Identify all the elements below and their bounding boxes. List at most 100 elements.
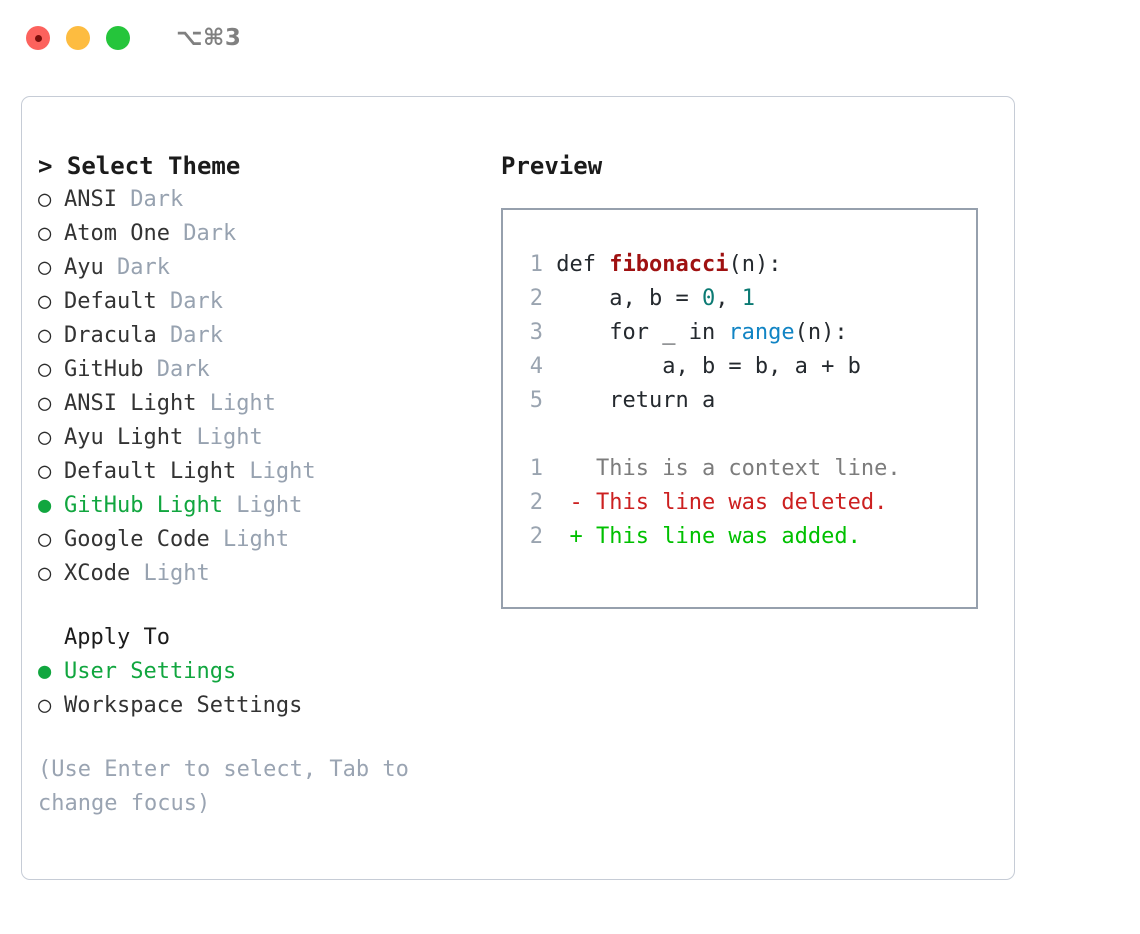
- apply-to-option-label: User Settings: [64, 659, 237, 684]
- theme-option-tag: Light: [236, 459, 316, 484]
- code-token: (n):: [794, 320, 848, 345]
- diff-line: 2 - This line was deleted.: [521, 486, 976, 520]
- theme-option-label: Default: [64, 289, 157, 314]
- radio-unselected-icon: ○: [38, 527, 52, 552]
- preview-column: Preview 1 def fibonacci(n):2 a, b = 0, 1…: [501, 149, 1001, 609]
- code-token: ,: [715, 286, 742, 311]
- apply-to-option-label: Workspace Settings: [64, 693, 303, 718]
- theme-option[interactable]: ○ ANSI Light Light: [38, 387, 498, 421]
- code-token: 0: [701, 286, 716, 311]
- theme-option-tag: Light: [209, 527, 290, 552]
- theme-option-tag: Dark: [143, 357, 210, 382]
- theme-option[interactable]: ○Ayu Dark: [38, 251, 498, 285]
- radio-unselected-icon: ○: [38, 323, 52, 348]
- code-line: 4 a, b = b, a + b: [521, 350, 976, 384]
- radio-unselected-icon: ○: [38, 693, 52, 718]
- code-token: fibonacci: [609, 252, 729, 277]
- radio-unselected-icon: ○: [38, 391, 52, 416]
- diff-text: This is a context line.: [595, 456, 901, 481]
- theme-option-tag: Dark: [156, 323, 223, 348]
- radio-selected-icon: ●: [38, 493, 52, 518]
- theme-list: ○ ANSI Dark ○ Atom One Dark ○ Ayu Dark ○ Defaul…: [38, 183, 498, 591]
- theme-option-tag: Dark: [169, 221, 237, 246]
- code-line-number: 1: [529, 252, 543, 277]
- theme-option[interactable]: ○ Default Dark: [38, 285, 498, 319]
- theme-option-tag: Light: [130, 561, 210, 586]
- theme-option-label: GitHub Light: [64, 493, 223, 518]
- diff-marker: [543, 456, 596, 481]
- code-line: 1 def fibonacci(n):: [521, 248, 976, 282]
- code-line-number: 2: [529, 286, 543, 311]
- radio-unselected-icon: ○: [38, 221, 52, 246]
- radio-unselected-icon: ○: [38, 459, 52, 484]
- code-line: 5 return a: [521, 384, 976, 418]
- code-token: return a: [556, 388, 716, 413]
- diff-line-number: 2: [529, 490, 543, 515]
- theme-option-label: Ayu Light: [64, 425, 184, 450]
- theme-option-label: GitHub: [64, 357, 144, 382]
- diff-line: 1 This is a context line.: [521, 452, 976, 486]
- theme-option[interactable]: ● GitHub Light Light: [38, 489, 498, 523]
- title-bar: ⌥⌘3: [0, 0, 1140, 76]
- apply-to-option[interactable]: ○ Workspace Settings: [38, 689, 498, 723]
- theme-option[interactable]: ○ Atom One Dark: [38, 217, 498, 251]
- keyboard-shortcut-label: ⌥⌘3: [176, 25, 242, 51]
- diff-text: This line was added.: [595, 524, 861, 549]
- radio-unselected-icon: ○: [38, 561, 52, 586]
- theme-option[interactable]: ○ Dracula Dark: [38, 319, 498, 353]
- theme-option-label: ANSI: [64, 187, 117, 212]
- code-line-number: 3: [529, 320, 543, 345]
- theme-option[interactable]: ○ GitHub Dark: [38, 353, 498, 387]
- code-line-number: 5: [529, 388, 543, 413]
- select-theme-heading: > Select Theme: [38, 152, 241, 180]
- theme-option-tag: Dark: [156, 289, 223, 314]
- code-line: 3 for _ in range(n):: [521, 316, 976, 350]
- theme-option[interactable]: ○ XCode Light: [38, 557, 498, 591]
- theme-option-label: Ayu: [64, 255, 104, 280]
- code-token: 1: [741, 286, 755, 311]
- radio-unselected-icon: ○: [38, 425, 52, 450]
- radio-selected-icon: ●: [38, 659, 52, 684]
- preview-heading: Preview: [501, 152, 603, 180]
- theme-option-label: ANSI Light: [64, 391, 197, 416]
- code-token: range: [728, 320, 795, 345]
- code-line-number: 4: [529, 354, 543, 379]
- theme-option-label: Google Code: [64, 527, 210, 552]
- theme-option[interactable]: ○ Default Light Light: [38, 455, 498, 489]
- theme-option-label: XCode: [64, 561, 131, 586]
- code-token: def: [556, 252, 610, 277]
- theme-option-label: Dracula: [64, 323, 157, 348]
- main-panel: > Select Theme ○ANSI Dark○Atom One Dark○…: [21, 96, 1015, 880]
- diff-text: This line was deleted.: [595, 490, 888, 515]
- radio-unselected-icon: ○: [38, 255, 52, 280]
- keyboard-hint-text: (Use Enter to select, Tab to change focu…: [38, 757, 423, 816]
- theme-option-tag: Light: [222, 493, 303, 518]
- theme-option[interactable]: ○ Google Code Light: [38, 523, 498, 557]
- radio-unselected-icon: ○: [38, 289, 52, 314]
- code-token: (n):: [728, 252, 782, 277]
- maximize-window-button[interactable]: [106, 26, 130, 50]
- close-window-button[interactable]: [26, 26, 50, 50]
- diff-line: 2 + This line was added.: [521, 520, 976, 554]
- radio-unselected-icon: ○: [38, 187, 52, 212]
- theme-option-tag: Dark: [116, 187, 184, 212]
- theme-option[interactable]: ○ Ayu Light Light: [38, 421, 498, 455]
- code-token: a, b =: [556, 286, 702, 311]
- theme-option-label: Default Light: [64, 459, 237, 484]
- apply-to-option[interactable]: ● User Settings: [38, 655, 498, 689]
- minimize-window-button[interactable]: [66, 26, 90, 50]
- theme-option-tag: Light: [183, 425, 263, 450]
- code-token: for _ in: [556, 320, 729, 345]
- diff-line-number: 1: [529, 456, 543, 481]
- code-token: a, b = b, a + b: [556, 354, 861, 379]
- diff-line-number: 2: [529, 524, 543, 549]
- theme-option[interactable]: ○ ANSI Dark: [38, 183, 498, 217]
- theme-option-label: Atom One: [64, 221, 170, 246]
- diff-marker: +: [543, 524, 596, 549]
- radio-unselected-icon: ○: [38, 357, 52, 382]
- theme-option-tag: Light: [196, 391, 276, 416]
- apply-to-heading: Apply To: [64, 625, 170, 650]
